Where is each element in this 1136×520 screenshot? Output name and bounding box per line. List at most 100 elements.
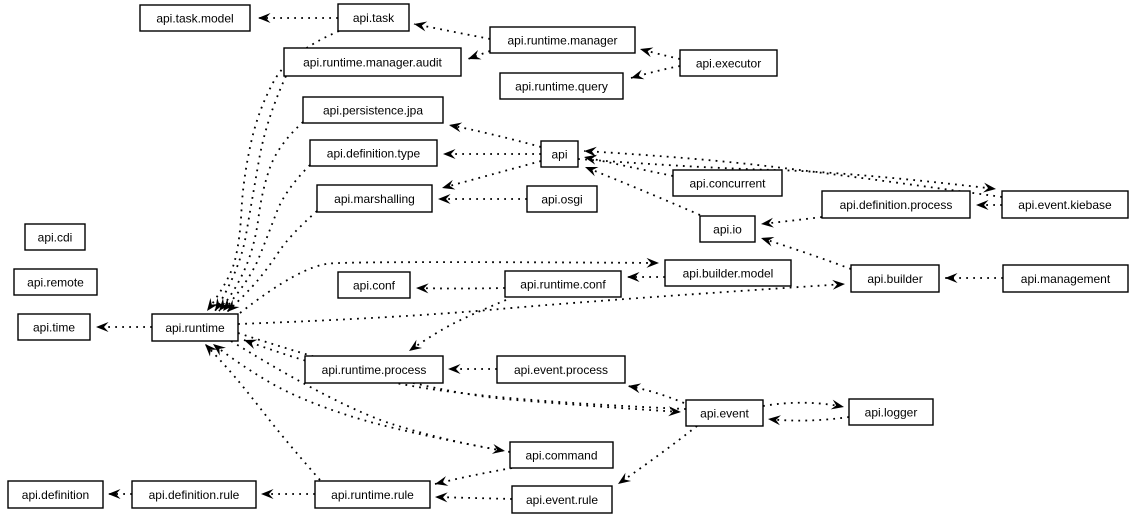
node-api-event: api.event <box>685 399 764 427</box>
edge-api-runtime-to-api-command <box>230 340 506 454</box>
node-label-api-definition-rule: api.definition.rule <box>149 488 240 502</box>
arrowhead-icon <box>983 182 996 193</box>
node-box-api-builder <box>850 264 940 293</box>
node-label-api-concurrent: api.concurrent <box>689 177 766 191</box>
edge-api-event-to-api-logger <box>762 399 845 410</box>
arrowhead-icon <box>205 344 218 357</box>
node-box-api-runtime-manager <box>489 26 636 54</box>
node-api-time: api.time <box>17 313 91 341</box>
node-label-api-task: api.task <box>353 11 395 25</box>
node-api-logger: api.logger <box>848 398 934 426</box>
node-box-api-executor <box>679 49 778 77</box>
arrowhead-icon <box>945 273 958 283</box>
node-api-executor: api.executor <box>679 49 778 77</box>
node-label-api-marshalling: api.marshalling <box>334 192 415 206</box>
node-label-api-event-process: api.event.process <box>514 363 608 377</box>
edge-api-to-api-marshalling <box>441 160 542 190</box>
node-api-remote: api.remote <box>13 268 98 296</box>
edge-api-runtime-rule-to-api-runtime <box>204 343 321 481</box>
node-api-management: api.management <box>1002 264 1129 293</box>
arrowhead-icon <box>584 154 598 165</box>
arrowhead-icon <box>668 406 681 417</box>
node-box-api-definition-process <box>821 190 971 219</box>
node-box-api-builder-model <box>664 259 792 287</box>
node-label-api-management: api.management <box>1021 272 1111 286</box>
node-box-api-concurrent <box>672 169 783 197</box>
node-api-task-model: api.task.model <box>139 4 251 32</box>
node-api: api <box>540 140 579 168</box>
node-box-api-remote <box>13 268 98 296</box>
edge-api-event-process-to-api-runtime-process <box>448 364 497 374</box>
arrowhead-icon <box>227 299 240 312</box>
node-box-api-runtime-conf <box>504 270 622 298</box>
node-label-api-osgi: api.osgi <box>541 193 582 207</box>
node-label-api-definition: api.definition <box>22 488 89 502</box>
node-api-runtime-conf: api.runtime.conf <box>504 270 622 298</box>
node-api-runtime-rule: api.runtime.rule <box>314 480 431 509</box>
arrowhead-icon <box>416 283 429 294</box>
node-api-definition: api.definition <box>7 480 104 509</box>
arrowhead-icon <box>435 492 448 503</box>
node-api-builder-model: api.builder.model <box>664 259 792 287</box>
node-box-api-io <box>699 215 756 243</box>
node-box-api-osgi <box>526 185 598 213</box>
node-api-task: api.task <box>337 3 410 32</box>
node-api-persistence-jpa: api.persistence.jpa <box>302 96 444 124</box>
node-api-event-rule: api.event.rule <box>511 485 613 514</box>
node-box-api-runtime-query <box>499 72 624 100</box>
arrowhead-icon <box>628 383 642 394</box>
node-label-api: api <box>551 148 567 162</box>
node-api-cdi: api.cdi <box>24 223 86 251</box>
edge-api-runtime-to-api-time <box>96 322 152 332</box>
arrowhead-icon <box>219 298 231 311</box>
node-box-api-time <box>17 313 91 341</box>
arrowhead-icon <box>468 50 482 60</box>
edge-api-logger-to-api-event <box>767 415 850 426</box>
node-box-api-logger <box>848 398 934 426</box>
arrowhead-icon <box>409 339 423 351</box>
edge-api-executor-to-api-runtime-query <box>630 65 681 80</box>
node-box-api-conf <box>337 271 411 299</box>
edge-api-event-to-api-runtime <box>243 339 687 410</box>
node-box-api-event-process <box>496 355 626 384</box>
node-label-api-runtime: api.runtime <box>165 321 225 335</box>
node-box-api-runtime <box>151 313 239 342</box>
node-label-api-runtime-rule: api.runtime.rule <box>331 488 414 502</box>
edge-api-event-kiebase-to-api-definition-process <box>976 200 1002 210</box>
arrowhead-icon <box>449 122 463 133</box>
node-label-api-cdi: api.cdi <box>38 231 73 245</box>
node-api-event-kiebase: api.event.kiebase <box>1001 190 1129 219</box>
arrowhead-icon <box>442 179 456 190</box>
arrowhead-icon <box>443 149 456 159</box>
arrowhead-icon <box>96 322 109 332</box>
node-box-api <box>540 140 579 168</box>
edge-api-definition-type-to-api-runtime <box>222 164 311 312</box>
arrowhead-icon <box>832 279 845 290</box>
arrowhead-icon <box>244 339 258 350</box>
edge-api-runtime-manager-to-api-runtime-manager-audit <box>467 50 491 60</box>
edge-api-builder-to-api-io <box>760 237 852 270</box>
edge-api-to-api-persistence-jpa <box>448 122 542 148</box>
node-api-runtime-manager-audit: api.runtime.manager.audit <box>283 47 462 77</box>
node-label-api-logger: api.logger <box>865 406 918 420</box>
edge-api-event-kiebase-to-api <box>583 146 1003 198</box>
edge-api-io-to-api <box>584 166 701 216</box>
node-api-definition-rule: api.definition.rule <box>131 480 257 509</box>
arrowhead-icon <box>976 200 989 210</box>
node-label-api-task-model: api.task.model <box>156 12 233 26</box>
edge-api-runtime-manager-audit-to-api-runtime <box>214 75 287 312</box>
arrowhead-icon <box>491 444 505 454</box>
node-api-command: api.command <box>509 441 614 469</box>
arrowhead-icon <box>207 297 219 311</box>
node-label-api-builder: api.builder <box>867 272 922 286</box>
node-label-api-runtime-manager: api.runtime.manager <box>507 34 617 48</box>
node-label-api-io: api.io <box>713 223 742 237</box>
arrowhead-icon <box>640 47 654 58</box>
arrowhead-icon <box>261 489 274 499</box>
node-api-builder: api.builder <box>850 264 940 293</box>
arrowhead-icon <box>435 476 449 486</box>
edge-api-marshalling-to-api-runtime <box>226 210 318 313</box>
edge-api-event-to-api-event-rule <box>617 425 698 485</box>
